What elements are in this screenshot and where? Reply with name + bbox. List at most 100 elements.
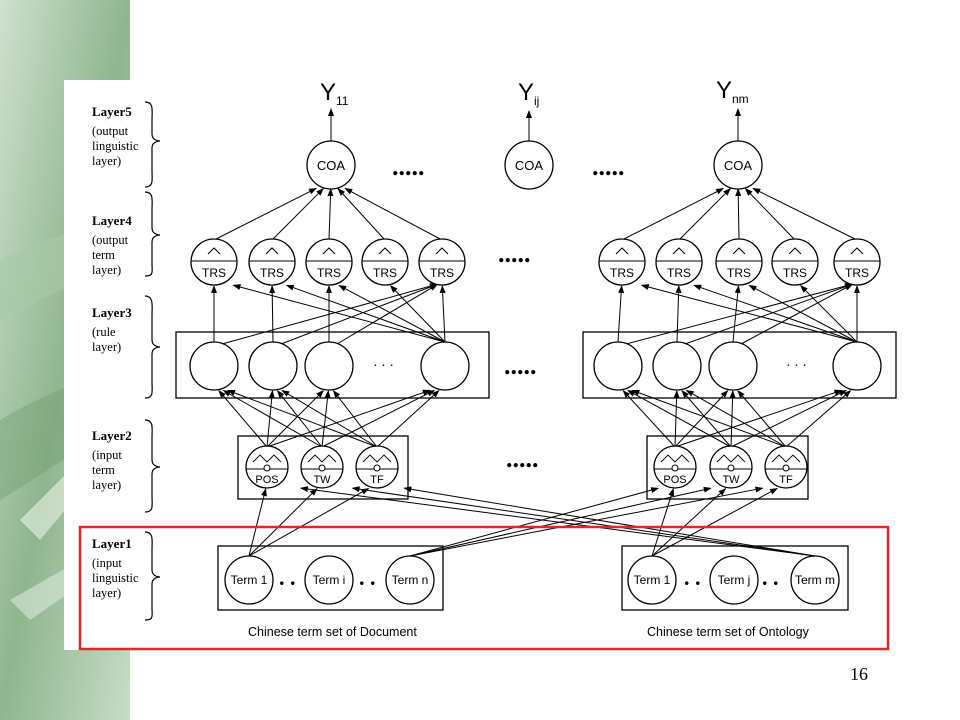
layer-description: layer) [92, 340, 121, 354]
edge-term-input [248, 487, 370, 557]
edge-trs-coa [344, 187, 443, 241]
output-yij: Y [518, 79, 534, 106]
ellipsis-doc-1: . . [279, 565, 296, 590]
edge-rule-trs [336, 284, 438, 345]
output-yij-sub: ij [534, 94, 539, 108]
layer-description: layer) [92, 478, 121, 492]
rule-node [189, 341, 239, 391]
rule-node [652, 341, 702, 391]
edge-rule-trs [439, 285, 446, 343]
edge-input-rule [266, 389, 431, 448]
coa-label: COA [317, 158, 346, 173]
membership-glyph [307, 454, 337, 463]
rule-layer-box-right [582, 331, 897, 399]
page-number: 16 [850, 664, 868, 684]
ellipsis-layer4: ..... [498, 239, 531, 268]
layer-description: term [92, 248, 115, 262]
membership-glyph [362, 454, 392, 463]
membership-glyph [672, 247, 686, 255]
input-pos-node-label: POS [663, 474, 686, 486]
caption-document: Chinese term set of Document [248, 625, 417, 639]
output-ynm-sub: nm [732, 92, 749, 106]
edge-trs-coa [621, 187, 725, 241]
input-node-center [671, 464, 679, 472]
layer-description: (input [92, 556, 122, 570]
rule-node [420, 341, 470, 391]
ontology-term-label: Term j [718, 573, 751, 587]
trs-label: TRS [373, 266, 397, 280]
trs-node [248, 238, 296, 286]
layer-braces [144, 101, 161, 621]
input-term-box-left [237, 435, 409, 500]
edge-input-rule [281, 390, 378, 448]
ellipsis-layer2: ..... [506, 444, 539, 473]
document-term-node [385, 555, 435, 605]
edge-rule-trs [280, 283, 438, 345]
edge-input-rule [332, 390, 378, 448]
ellipsis-doc-2: . . [359, 565, 376, 590]
edge-rule-trs [625, 283, 854, 345]
trs-label: TRS [783, 266, 807, 280]
edge-input-rule [730, 389, 847, 448]
layer-title: Layer3 [92, 305, 132, 320]
membership-glyph [716, 454, 746, 463]
document-term-label: Term 1 [231, 573, 268, 587]
edge-input-rule [321, 389, 436, 448]
ellipsis-rule-right: · · · [786, 359, 807, 374]
membership-glyph [771, 454, 801, 463]
membership-glyph [660, 454, 690, 463]
membership-glyph [732, 247, 746, 255]
coa-node [713, 140, 763, 190]
ontology-term-label: Term m [795, 573, 835, 587]
trs-label: TRS [727, 266, 751, 280]
trs-label: TRS [202, 266, 226, 280]
edge-input-rule [227, 389, 378, 448]
trs-node [190, 238, 238, 286]
layer-title: Layer2 [92, 428, 132, 443]
edge-term-input [651, 487, 778, 557]
ellipsis-onto-1: . . [684, 565, 701, 590]
caption-ontology: Chinese term set of Ontology [647, 625, 810, 639]
output-y11: Y [320, 79, 336, 106]
coa-label: COA [515, 158, 544, 173]
edge-rule-trs [732, 284, 741, 343]
edge-input-rule [737, 389, 787, 448]
layer1-highlight-box [78, 525, 890, 651]
edge-rule-trs [221, 283, 438, 345]
layer-description: layer) [92, 154, 121, 168]
layer-description: linguistic [92, 139, 139, 153]
coa-node [306, 140, 356, 190]
edge-trs-coa [337, 187, 386, 241]
edge-trs-coa [752, 187, 858, 241]
layer-title: Layer4 [92, 213, 132, 228]
edge-term-input [403, 486, 816, 557]
layer-description: (output [92, 124, 129, 138]
trs-label: TRS [610, 266, 634, 280]
edge-trs-coa [735, 188, 742, 241]
ontology-term-node [790, 555, 840, 605]
edge-input-rule [673, 390, 680, 448]
output-y11-sub: 11 [336, 94, 349, 108]
input-node-center [782, 464, 790, 472]
edge-trs-coa [678, 188, 731, 241]
edge-term-input [409, 487, 660, 557]
edge-input-rule [222, 390, 323, 448]
input-term-box-right [646, 435, 809, 500]
brace-layer1 [144, 531, 161, 621]
edge-input-rule [685, 390, 787, 448]
trs-node [598, 238, 646, 286]
rule-node [708, 341, 758, 391]
ontology-term-label: Term 1 [634, 573, 671, 587]
membership-glyph [322, 247, 336, 255]
rule-layer-box-left [175, 331, 490, 399]
ellipses: ..... ..... ..... ..... ..... · · · · · … [279, 152, 807, 590]
output-labels: Y 11 Y ij Y nm [320, 77, 749, 108]
trs-node [655, 238, 703, 286]
trs-node [361, 238, 409, 286]
input-node-center [263, 464, 271, 472]
coa-node [504, 140, 554, 190]
ellipsis-layer5-left: ..... [392, 152, 425, 181]
trs-label: TRS [845, 266, 869, 280]
